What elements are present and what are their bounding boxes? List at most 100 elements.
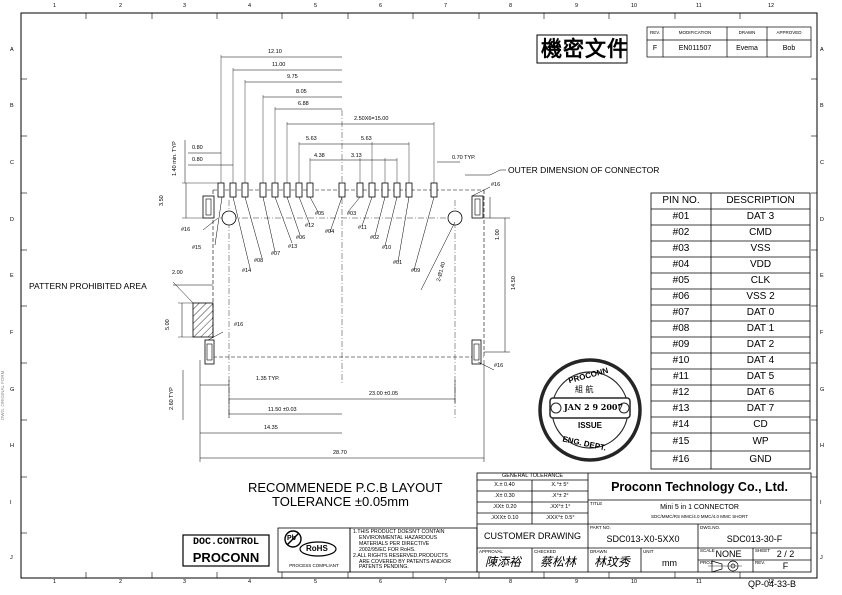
drawing-title: Mini 5 in 1 CONNECTOR	[660, 503, 739, 511]
dim-12-10: 12.10	[268, 49, 282, 55]
tolerance-linear: X.± 0.40	[494, 481, 515, 488]
note-line: ARE COVERED BY PATENTS AND/OR	[359, 558, 451, 565]
tolerance-angular: X.°± 5°	[551, 481, 569, 488]
dim-11-50: 11.50 ±0.03	[268, 407, 297, 413]
zone-row-b: B	[10, 103, 14, 109]
rohs-mark	[284, 530, 337, 557]
customer-drawing: CUSTOMER DRAWING	[483, 530, 581, 541]
pattern-prohibited-callout: PATTERN PROHIBITED AREA	[29, 281, 147, 291]
zone-col-11-bottom: 11	[696, 579, 702, 585]
side-strip-text: DWG. ORIGINAL FORM	[0, 370, 5, 420]
pin-table-pin: #09	[672, 339, 690, 350]
note-line: MATERIALS PER DIRECTIVE	[359, 540, 430, 547]
issue-stamp-rings	[538, 358, 642, 462]
zone-row-j-right: J	[820, 555, 823, 561]
pin-table-pin: #15	[672, 436, 690, 447]
tolerance-angular: .XX°± 1°	[549, 503, 571, 510]
zone-row-i: I	[10, 500, 12, 506]
outer-dimension-callout: OUTER DIMENSION OF CONNECTOR	[508, 165, 660, 175]
unit-label: UNIT	[643, 549, 654, 554]
doc-control-title: DOC.CONTROL	[192, 536, 259, 548]
revision-block-lines	[646, 26, 812, 58]
pin-callout-13: #13	[288, 244, 298, 250]
issue-stamp-issue: ISSUE	[578, 421, 603, 430]
pin-table-desc: CD	[753, 419, 768, 430]
dim-28-70: 28.70	[333, 450, 347, 456]
pin-table-header-desc: DESCRIPTION	[726, 195, 795, 206]
dim-0-80-a: 0.80	[192, 145, 203, 151]
zone-row-b-right: B	[820, 103, 824, 109]
zone-col-4: 4	[248, 3, 252, 9]
zone-col-6-bottom: 6	[379, 579, 383, 585]
note-line: PATENTS PENDING.	[359, 564, 409, 571]
pad-inner	[205, 198, 481, 361]
zone-col-3: 3	[183, 3, 187, 9]
pin-table-pin: #06	[672, 291, 690, 302]
issue-stamp-date: JAN 2 9 2007	[564, 402, 624, 412]
zone-col-10: 10	[631, 3, 638, 9]
pin-table-desc: WP	[752, 436, 769, 447]
leader-lines	[202, 169, 506, 371]
pin-table-pin: #07	[672, 307, 690, 318]
pin-table-pin: #08	[672, 323, 690, 334]
note-line: 2002/95/EC FOR RoHS.	[359, 546, 416, 553]
zone-row-c: C	[10, 160, 14, 166]
zone-row-f-right: F	[820, 330, 824, 336]
pin-table-pin: #05	[672, 275, 690, 286]
zone-col-12-bottom: 12	[768, 579, 775, 585]
pin-table-header-pin: PIN NO.	[662, 195, 700, 206]
checked-label: CHECKED	[534, 549, 557, 554]
pin-callout-12: #12	[305, 223, 315, 229]
drawn-value: Evema	[736, 45, 758, 52]
pin-callout-03: #03	[347, 211, 357, 217]
notes-block: 1.THIS PRODUCT DOESN'T CONTAIN ENVIRONME…	[353, 529, 451, 571]
layout-title: RECOMMENEDE P.C.B LAYOUT	[248, 480, 443, 495]
zone-ticks	[21, 13, 817, 578]
dim-2-60-typ: 2.60 TYP	[169, 387, 175, 410]
signature-approval: 陳添裕	[485, 555, 522, 569]
rohs-label: RoHS	[306, 544, 328, 553]
tolerance-linear: .X± 0.30	[494, 492, 515, 499]
layout-tolerance: TOLERANCE ±0.05mm	[272, 494, 409, 509]
pattern-prohibited-area	[192, 302, 214, 338]
zone-col-9: 9	[575, 3, 579, 9]
zone-row-h: H	[10, 443, 14, 449]
zone-col-4-bottom: 4	[248, 579, 252, 585]
dim-1-35-typ: 1.35 TYP.	[256, 376, 280, 382]
tolerance-linear: .XX± 0.20	[492, 503, 517, 510]
zone-row-e-right: E	[820, 273, 824, 279]
rev-header: REV.	[649, 30, 661, 36]
dim-5-63-left: 5.63	[306, 136, 317, 142]
doc-control-box	[182, 534, 270, 567]
pin-table-desc: DAT 4	[746, 355, 775, 366]
zone-col-9-bottom: 9	[575, 579, 579, 585]
zone-row-h-right: H	[820, 443, 824, 449]
zone-row-e: E	[10, 273, 14, 279]
zone-col-8: 8	[509, 3, 513, 9]
zone-col-5-bottom: 5	[314, 579, 318, 585]
doc-control-brand: PROCONN	[192, 549, 260, 565]
pin-callout-05: #05	[315, 211, 325, 217]
tolerance-angular: .X°± 2°	[551, 492, 569, 499]
top-dimension-lines	[188, 56, 460, 166]
extension-lines	[178, 55, 435, 338]
pin-callout-04: #04	[325, 229, 335, 235]
dim-2-50x6: 2.50X6=15.00	[354, 116, 389, 122]
notes-box	[349, 527, 478, 573]
right-dimension-lines	[484, 197, 510, 353]
title-block-grid	[476, 472, 812, 573]
zone-row-g: G	[10, 387, 15, 393]
pin-table-desc: DAT 3	[746, 211, 775, 222]
dim-0-80-b: 0.80	[192, 157, 203, 163]
dim-9-75: 9.75	[287, 74, 298, 80]
confidential-stamp-box	[536, 34, 628, 64]
pin-table-desc: GND	[749, 454, 772, 465]
pb-label: Pb	[287, 535, 296, 542]
pin-callout-06: #06	[296, 235, 306, 241]
zone-col-8-bottom: 8	[509, 579, 513, 585]
pin-callout-16-bottom-left: #16	[234, 322, 244, 328]
rev-value: F	[652, 45, 658, 52]
pin-table-desc: DAT 5	[746, 371, 775, 382]
company-name: Proconn Technology Co., Ltd.	[611, 479, 788, 494]
dwg-no-label: DWG.NO.	[700, 525, 721, 530]
